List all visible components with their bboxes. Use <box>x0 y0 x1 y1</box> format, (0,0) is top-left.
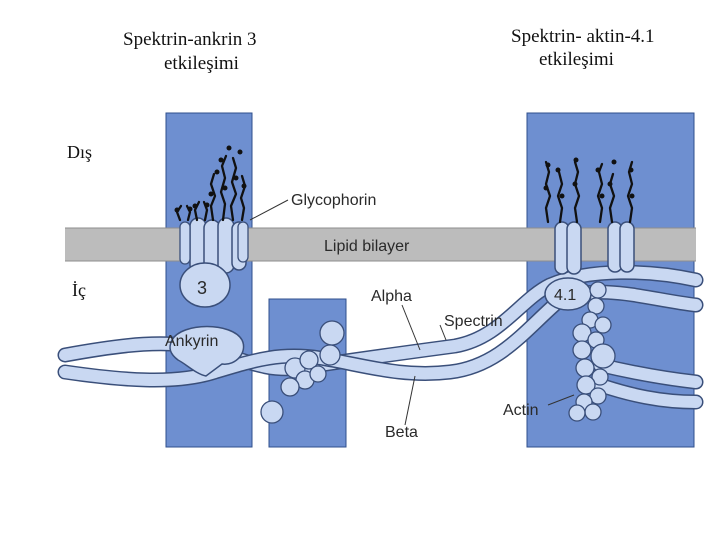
inside-label: İç <box>72 280 86 300</box>
actin-label: Actin <box>503 402 539 419</box>
lipid-bilayer-label: Lipid bilayer <box>324 238 410 255</box>
beta-label: Beta <box>385 424 418 441</box>
right-heading-line2: etkileşimi <box>539 49 614 70</box>
left-heading-line1: Spektrin-ankrin 3 <box>123 29 257 50</box>
ankyrin-label: Ankyrin <box>165 333 218 350</box>
band3-label: 3 <box>197 278 207 298</box>
left-heading-line2: etkileşimi <box>164 53 239 74</box>
protein-4-1-label: 4.1 <box>554 287 576 304</box>
glycophorin-label: Glycophorin <box>291 192 376 209</box>
alpha-label: Alpha <box>371 288 412 305</box>
right-heading-line1: Spektrin- aktin-4.1 <box>511 26 655 47</box>
outside-label: Dış <box>67 142 92 162</box>
spectrin-label: Spectrin <box>444 313 503 330</box>
